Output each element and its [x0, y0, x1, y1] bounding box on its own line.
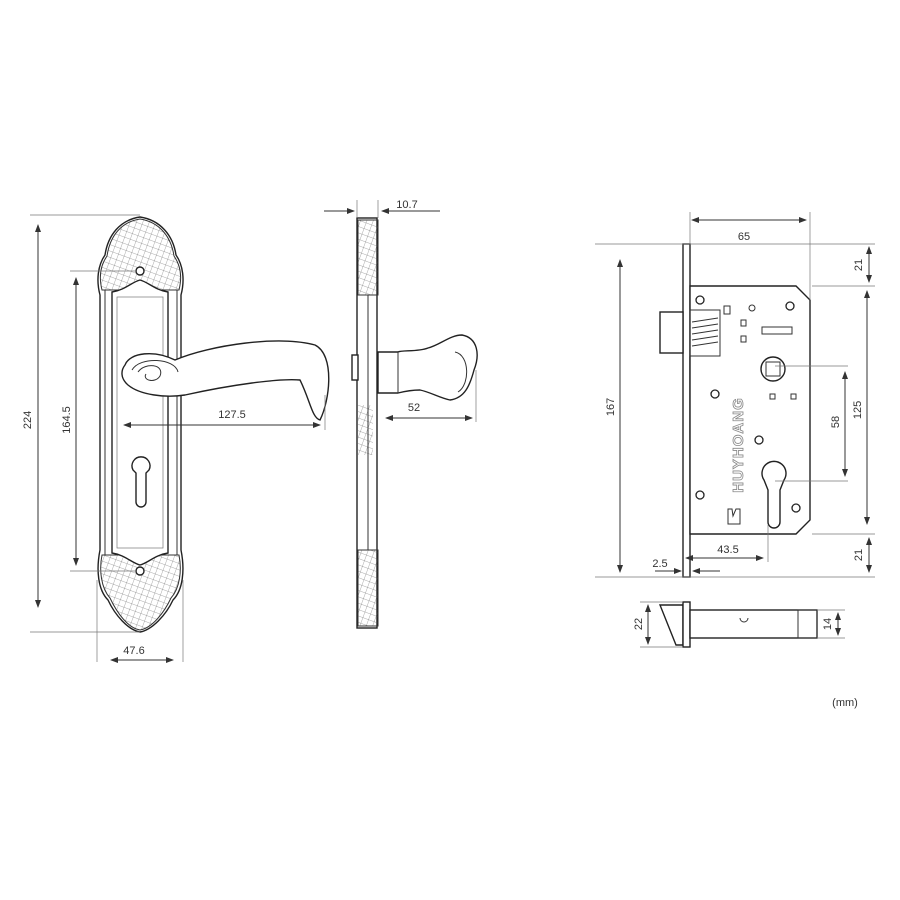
screw-hole-top: [135, 266, 145, 276]
dim-projection: 52: [408, 402, 420, 414]
inner-panel: [111, 279, 169, 566]
mortise-lock-body: HUYHOANG: [659, 243, 811, 578]
lock-dimensions: 65 21 125 58 21 167 43.5 2.5: [595, 212, 875, 578]
dim-lever-length: 127.5: [218, 409, 246, 421]
dim-case-thickness: 14: [822, 618, 834, 630]
unit-label: (mm): [832, 697, 858, 709]
faceplate: [682, 243, 691, 578]
dim-backset: 43.5: [717, 544, 738, 556]
dim-case-height: 125: [852, 401, 864, 419]
lock-case: [689, 285, 811, 535]
brand-engraving: HUYHOANG: [730, 397, 747, 493]
dim-faceplate-height: 167: [605, 398, 617, 416]
screw-hole-bottom: [135, 566, 145, 576]
dim-case-width: 65: [738, 231, 750, 243]
dim-bottom-offset: 21: [853, 549, 865, 561]
top-ornament: [99, 218, 182, 291]
dim-spindle-to-cylinder: 58: [830, 416, 842, 428]
case-screws: [695, 295, 801, 513]
dim-faceplate-thickness: 2.5: [652, 558, 667, 570]
side-dimensions: 10.7 52: [324, 199, 477, 422]
dim-faceplate-width: 22: [633, 618, 645, 630]
side-lever-neck: [377, 334, 478, 401]
dim-plate-width: 47.6: [123, 645, 144, 657]
lock-bottom-view: 22 14: [633, 601, 845, 648]
lever-handle: [121, 340, 330, 421]
dim-top-offset: 21: [853, 259, 865, 271]
latch-bolt: [659, 311, 684, 354]
dim-total-height: 224: [22, 411, 34, 429]
cylinder-keyhole: [131, 456, 151, 508]
front-dimensions: 224 164.5 127.5 47.6: [22, 214, 326, 663]
dim-plate-thickness: 10.7: [396, 199, 417, 211]
bottom-ornament: [100, 554, 181, 631]
side-view-handle: [351, 217, 478, 629]
spindle-hub: [760, 356, 786, 382]
dim-screw-spacing: 164.5: [61, 406, 73, 434]
cylinder-cutout: [761, 460, 787, 529]
